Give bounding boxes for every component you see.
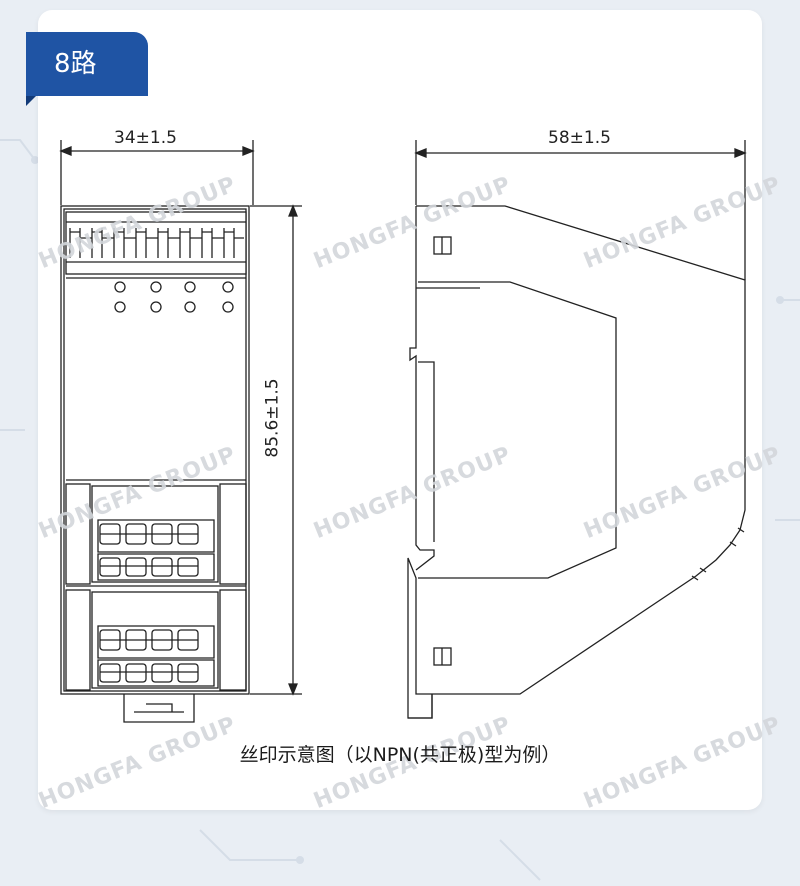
height-dimension: 85.6±1.5 — [262, 378, 283, 458]
diagram-caption: 丝印示意图（以NPN(共正极)型为例） — [239, 744, 561, 766]
din-clip — [123, 694, 195, 723]
content-card — [38, 10, 762, 810]
top-terminal-teeth — [69, 228, 244, 258]
side-width-dimension: 58±1.5 — [548, 128, 611, 148]
front-view — [59, 140, 302, 723]
side-view — [407, 140, 747, 719]
lower-terminal-block — [65, 589, 247, 691]
tab-fold-shadow — [26, 96, 36, 106]
front-width-dimension: 34±1.5 — [114, 128, 177, 148]
channel-count-tab: 8路 — [26, 32, 148, 96]
led-indicators — [114, 281, 234, 313]
upper-terminal-block — [65, 483, 247, 585]
